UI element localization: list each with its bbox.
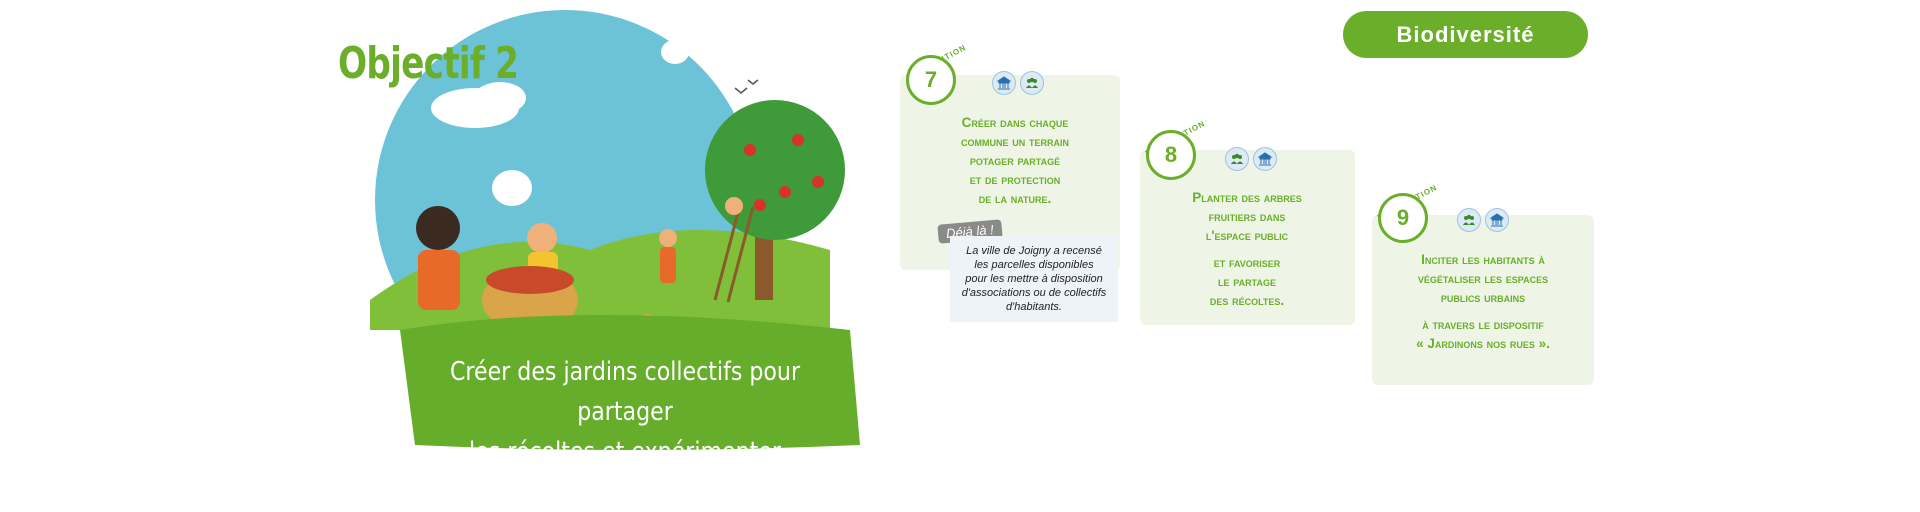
proposition-8-line: [1152, 245, 1342, 253]
objective-title: Objectif 2: [338, 38, 519, 89]
deja-line: d'habitants.: [1006, 301, 1062, 313]
objective-caption: Créer des jardins collectifs pour partag…: [438, 352, 812, 512]
proposition-8-line: des récoltes.: [1209, 293, 1285, 308]
proposition-7-line: et de protection: [969, 172, 1061, 187]
proposition-8-line: fruitiers dans: [1208, 209, 1286, 224]
deja-line: les parcelles disponibles: [974, 259, 1094, 271]
proposition-8-line: l'espace public: [1205, 228, 1289, 243]
proposition-9-line: végétaliser les espaces: [1417, 271, 1549, 286]
proposition-9-text: Inciter les habitants à végétaliser les …: [1383, 250, 1583, 353]
proposition-9-line: Inciter les habitants à: [1421, 252, 1545, 267]
proposition-8-number: 8: [1146, 130, 1196, 180]
institution-icon: [1485, 208, 1509, 232]
proposition-7-text: Créer dans chaque commune un terrain pot…: [920, 113, 1110, 208]
proposition-8-line: et favoriser: [1213, 255, 1281, 270]
caption-line-2: les récoltes et expérimenter ensemble: [468, 437, 781, 507]
proposition-7-line: commune un terrain: [961, 134, 1069, 149]
community-icon: [1020, 71, 1044, 95]
proposition-7-line: de la nature.: [978, 191, 1052, 206]
proposition-7-number: 7: [906, 55, 956, 105]
proposition-8-text: Planter des arbres fruitiers dans l'espa…: [1152, 188, 1342, 310]
proposition-8-line: Planter des arbres: [1192, 190, 1302, 205]
caption-line-1: Créer des jardins collectifs pour partag…: [449, 357, 801, 427]
proposition-8-line: le partage: [1218, 274, 1276, 289]
institution-icon: [992, 71, 1016, 95]
community-icon: [1457, 208, 1481, 232]
deja-line: d'associations ou de collectifs: [961, 287, 1107, 299]
proposition-9-card: [1372, 215, 1594, 385]
proposition-9-line: « Jardinons nos rues ».: [1416, 336, 1550, 351]
deja-la-box: La ville de Joigny a recensé les parcell…: [950, 236, 1118, 322]
community-icon: [1225, 147, 1249, 171]
deja-line: pour les mettre à disposition: [965, 273, 1103, 285]
institution-icon: [1253, 147, 1277, 171]
deja-line: La ville de Joigny a recensé: [966, 245, 1102, 257]
proposition-7-line: potager partagé: [969, 153, 1061, 168]
garden-illustration: [330, 0, 900, 458]
proposition-9-line: publics urbains: [1440, 290, 1526, 305]
proposition-9-line: à travers le dispositif: [1422, 317, 1544, 332]
theme-badge: Biodiversité: [1343, 11, 1588, 58]
proposition-9-number: 9: [1378, 193, 1428, 243]
proposition-7-line: Créer dans chaque: [961, 115, 1069, 130]
proposition-9-line: [1383, 307, 1583, 315]
